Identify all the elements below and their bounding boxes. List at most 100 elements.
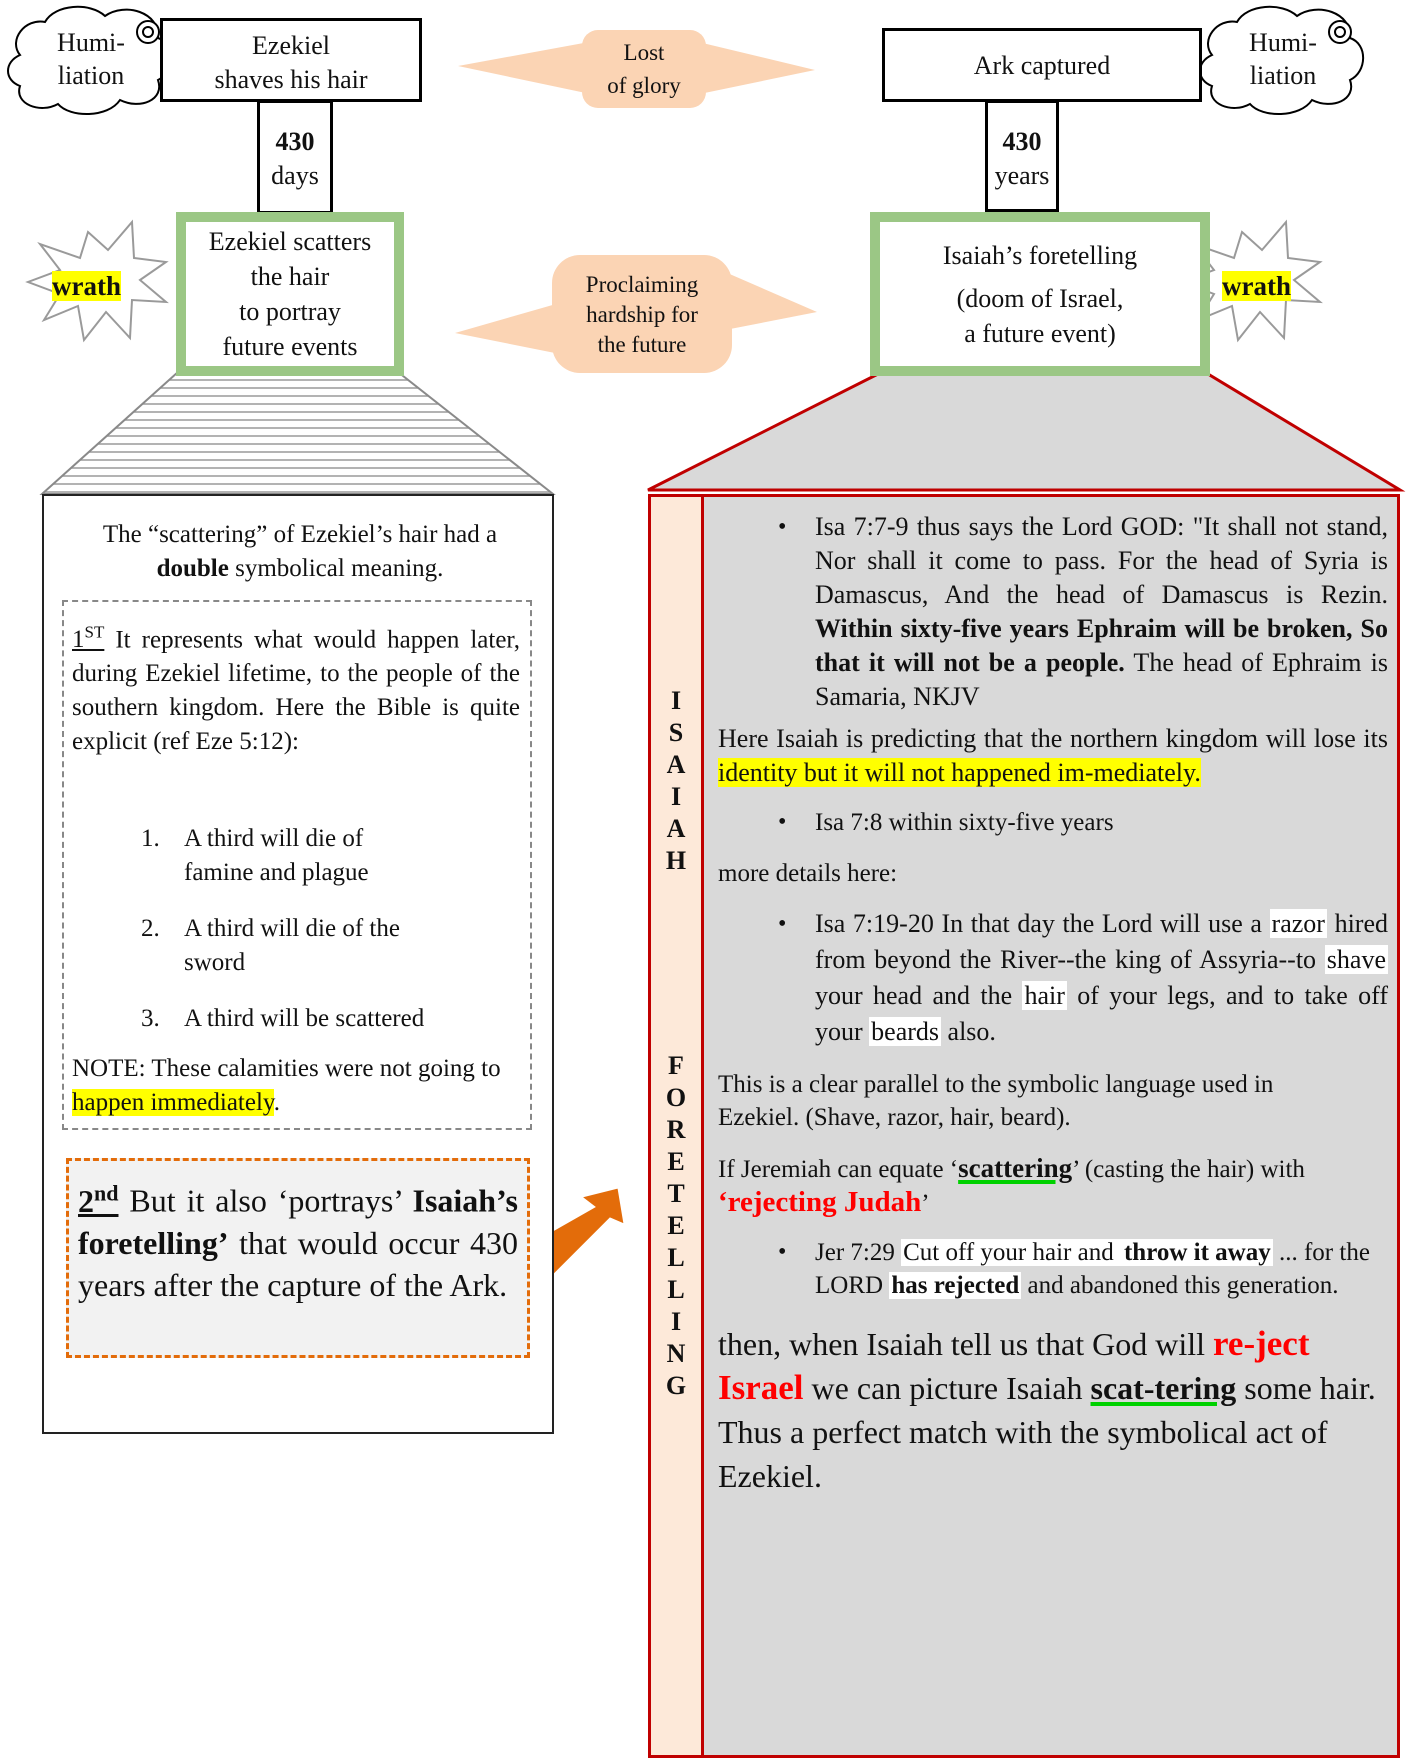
second-marker: 2nd (78, 1180, 119, 1219)
callout-top-pointer-right (690, 40, 815, 96)
vertical-letter: H (665, 846, 687, 875)
foretelling-vertical-word: F O R E T E L L I N G (648, 1050, 704, 1402)
vertical-letter: A (666, 814, 686, 843)
vertical-letter: N (666, 1339, 686, 1368)
right-content: Isa 7:7-9 thus says the Lord GOD: "It sh… (718, 510, 1388, 1498)
second-meaning-box (66, 1158, 530, 1358)
callout-mid-body (552, 255, 732, 373)
para-jeremiah: If Jeremiah can equate ‘scattering’ (cas… (718, 1152, 1388, 1220)
item-text: A third will be scattered (184, 1005, 425, 1032)
right-period-number: 430 (1002, 127, 1042, 156)
isaiah-box-line1: Isaiah’s foretelling (942, 240, 1138, 270)
first-sup: ST (84, 623, 105, 642)
cloud-right-text: Humi- liation (1249, 28, 1317, 90)
para-more-details: more details here: (718, 857, 1388, 890)
thirds-list: 1.A third will die of famine and plague … (0, 822, 520, 1058)
item-text: A third will die of famine and plague (184, 825, 369, 886)
bullet1-bold: Within sixty-five years Ephraim will be … (815, 614, 1388, 677)
bullet-isa-7-8: Isa 7:8 within sixty-five years (718, 806, 1388, 839)
b4-b2: has rejected (889, 1272, 1022, 1299)
final-scattering: scat-tering (1090, 1370, 1237, 1406)
vertical-letter: A (666, 750, 686, 779)
para-clear-parallel: This is a clear parallel to the symbolic… (718, 1068, 1318, 1134)
b4-t2: ... for the LORD (815, 1239, 1370, 1299)
left-intro-bold: double (156, 555, 229, 582)
isaiah-vertical-word: I S A I A H (648, 685, 704, 877)
vertical-letter: G (665, 1371, 687, 1400)
right-period-unit: years (994, 161, 1050, 190)
para4-a: If Jeremiah can equate ‘ (718, 1156, 959, 1183)
final-red: re-ject Israel (718, 1324, 1310, 1407)
bullet-jer-7-29: Jer 7:29 Cut off your hair and throw it … (718, 1236, 1388, 1302)
cloud-left (7, 5, 173, 116)
vertical-letter: L (667, 1275, 685, 1304)
second-sup: nd (94, 1180, 119, 1205)
item-number: 1. (141, 825, 160, 852)
note-highlight: happen immediately (72, 1089, 274, 1116)
b3-t4: of your legs, and to take off your (815, 981, 1388, 1046)
note-a: NOTE: These calamities were not going to (72, 1055, 501, 1082)
isaiah-foretelling-box: Isaiah’s foretelling (doom of Israel, a … (870, 212, 1210, 376)
first-num: 1 (72, 626, 85, 654)
para3-text: This is a clear parallel to the symbolic… (718, 1071, 1274, 1131)
left-period-unit: days (271, 161, 319, 190)
bullet-isa-7-19: Isa 7:19-20 In that day the Lord will us… (718, 906, 1388, 1050)
para1-a: Here Isaiah is predicting that the north… (718, 724, 1388, 753)
vertical-letter: I (670, 1307, 682, 1336)
list-item: Jer 7:29 Cut off your hair and throw it … (718, 1236, 1388, 1302)
bullet1-b: The head of Ephraim is Samaria, NKJV (815, 648, 1388, 711)
note-b: . (273, 1089, 281, 1116)
second-num: 2 (78, 1182, 94, 1219)
b3-t5: also. (941, 1017, 996, 1046)
final-c: some hair. Thus a perfect match with the… (718, 1370, 1376, 1494)
b3-razor: razor (1269, 909, 1327, 938)
final-b: we can picture Isaiah (803, 1370, 1091, 1406)
b3-t1: Isa 7:19-20 In that day the Lord will us… (815, 909, 1270, 938)
item-text: A third will die of the sword (184, 915, 400, 976)
para1-highlight: identity but it will not happened im-med… (718, 758, 1201, 787)
bullet2-text: Isa 7:8 within sixty-five years (815, 809, 1114, 836)
vertical-letter: F (668, 1051, 684, 1080)
bullet1-a: Isa 7:7-9 thus says the Lord GOD: "It sh… (815, 512, 1388, 609)
list-item: Isa 7:7-9 thus says the Lord GOD: "It sh… (718, 510, 1388, 714)
para4-c: ’ (921, 1190, 930, 1217)
first-marker: 1ST (72, 623, 105, 654)
item-number: 2. (141, 915, 160, 942)
b4-t3: and abandoned this generation. (1021, 1272, 1339, 1299)
b3-beards: beards (869, 1017, 942, 1046)
vertical-letter: T (667, 1179, 685, 1208)
list-item: Isa 7:8 within sixty-five years (718, 806, 1388, 839)
right-trapezoid (647, 372, 1406, 492)
second-b: that would occur 430 years after the cap… (78, 1224, 518, 1303)
left-period-box: 430 days (257, 100, 333, 214)
vertical-letter: S (668, 718, 684, 747)
vertical-letter: I (670, 782, 682, 811)
vertical-letter: E (667, 1147, 685, 1176)
callout-top-text: Lost of glory (607, 40, 681, 98)
list-item: 1. A third will die of famine and plague (0, 822, 520, 890)
wrath-right: wrath (1222, 270, 1291, 302)
vertical-letter: R (666, 1115, 686, 1144)
callout-mid-pointer-right (725, 272, 817, 330)
left-trapezoid (39, 371, 556, 495)
ezekiel-shaves-box: Ezekiel shaves his hair (160, 18, 422, 102)
second-a: But it also ‘portrays’ (118, 1182, 413, 1219)
first-meaning-box (62, 600, 532, 1130)
vertical-letter: L (667, 1243, 685, 1272)
ezekiel-scatters-box: Ezekiel scatters the hair to portray fut… (176, 212, 404, 376)
para4-b: ’ (casting the hair) with (1072, 1156, 1305, 1183)
list-item: Isa 7:19-20 In that day the Lord will us… (718, 906, 1388, 1050)
callout-top-body (582, 30, 706, 108)
final-a: then, when Isaiah tell us that God will (718, 1326, 1214, 1362)
right-period-box: 430 years (985, 100, 1059, 212)
b3-shave: shave (1324, 945, 1388, 974)
second-meaning-text: 2nd But it also ‘portrays’ Isaiah’s fore… (78, 1172, 518, 1306)
isaiah-box-line2: (doom of Israel, a future event) (956, 283, 1124, 348)
b3-t2: hired from beyond the River--the king of… (815, 909, 1388, 974)
wrath-left-text: wrath (52, 271, 121, 301)
callout-top-pointer-left (458, 40, 600, 96)
left-intro-b: symbolical meaning. (228, 555, 444, 582)
first-text: It represents what would happen later, d… (72, 626, 520, 756)
list-item: 2. A third will die of the sword (0, 912, 520, 980)
wrath-right-text: wrath (1222, 271, 1291, 301)
